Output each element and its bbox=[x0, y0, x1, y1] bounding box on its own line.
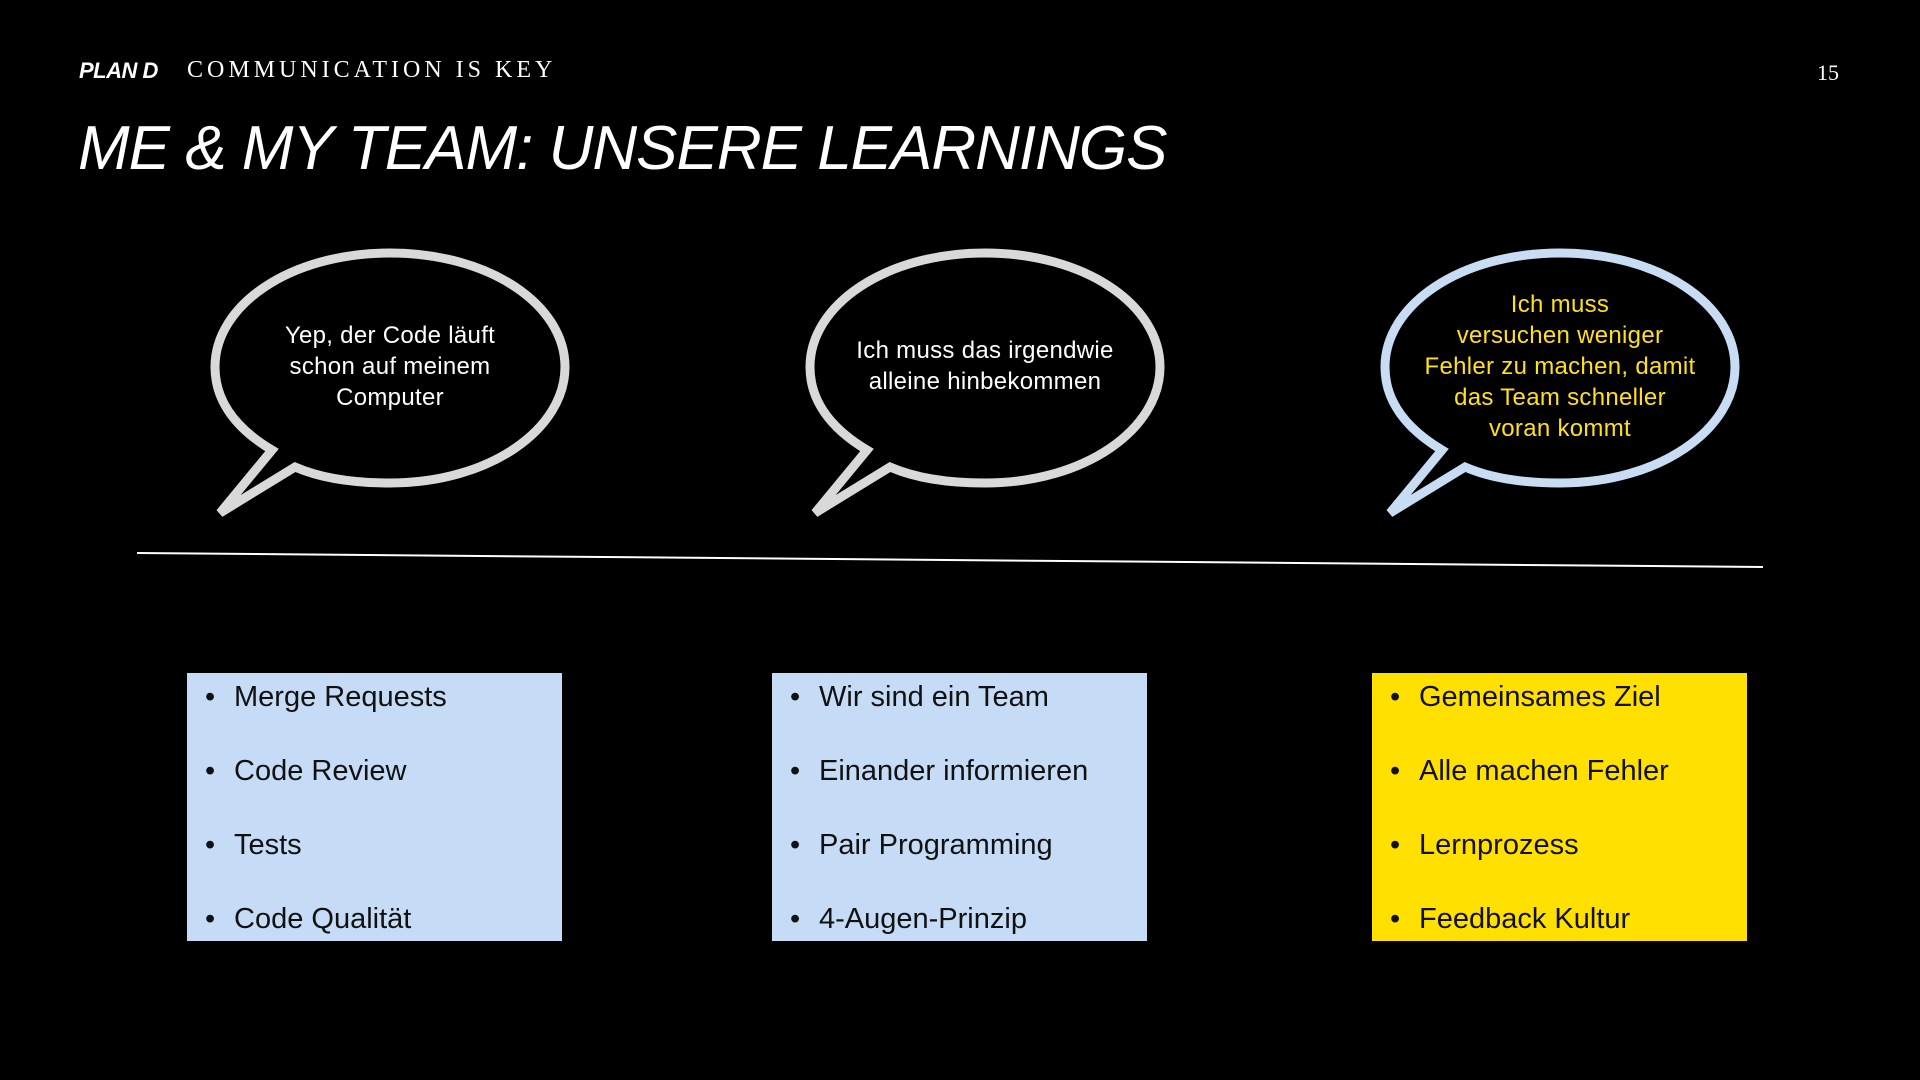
slide-title: ME & MY TEAM: UNSERE LEARNINGS bbox=[78, 114, 1168, 183]
learnings-card-3: •Gemeinsames Ziel •Alle machen Fehler •L… bbox=[1372, 673, 1747, 941]
page-number: 15 bbox=[1817, 60, 1839, 85]
speech-bubble-2: Ich muss das irgendwie alleine hinbekomm… bbox=[795, 245, 1175, 525]
speech-bubble-1: Yep, der Code läuft schon auf meinem Com… bbox=[200, 245, 580, 525]
speech-bubble-1-text: Yep, der Code läuft schon auf meinem Com… bbox=[284, 321, 496, 411]
speech-bubble-3-text: Ich muss versuchen weniger Fehler zu mac… bbox=[1424, 290, 1696, 442]
speech-bubble-1-shape bbox=[210, 248, 570, 517]
section-title: COMMUNICATION IS KEY bbox=[187, 57, 557, 83]
speech-bubble-2-text: Ich muss das irgendwie alleine hinbekomm… bbox=[856, 337, 1114, 395]
speech-bubble-2-shape bbox=[805, 248, 1165, 517]
brand-logo: PLAN D bbox=[79, 58, 158, 83]
learnings-card-2: •Wir sind ein Team •Einander informieren… bbox=[772, 673, 1147, 941]
learnings-card-1: •Merge Requests •Code Review •Tests •Cod… bbox=[187, 673, 562, 941]
speech-bubble-3-shape bbox=[1380, 248, 1740, 517]
speech-bubble-3: Ich muss versuchen weniger Fehler zu mac… bbox=[1370, 245, 1750, 525]
